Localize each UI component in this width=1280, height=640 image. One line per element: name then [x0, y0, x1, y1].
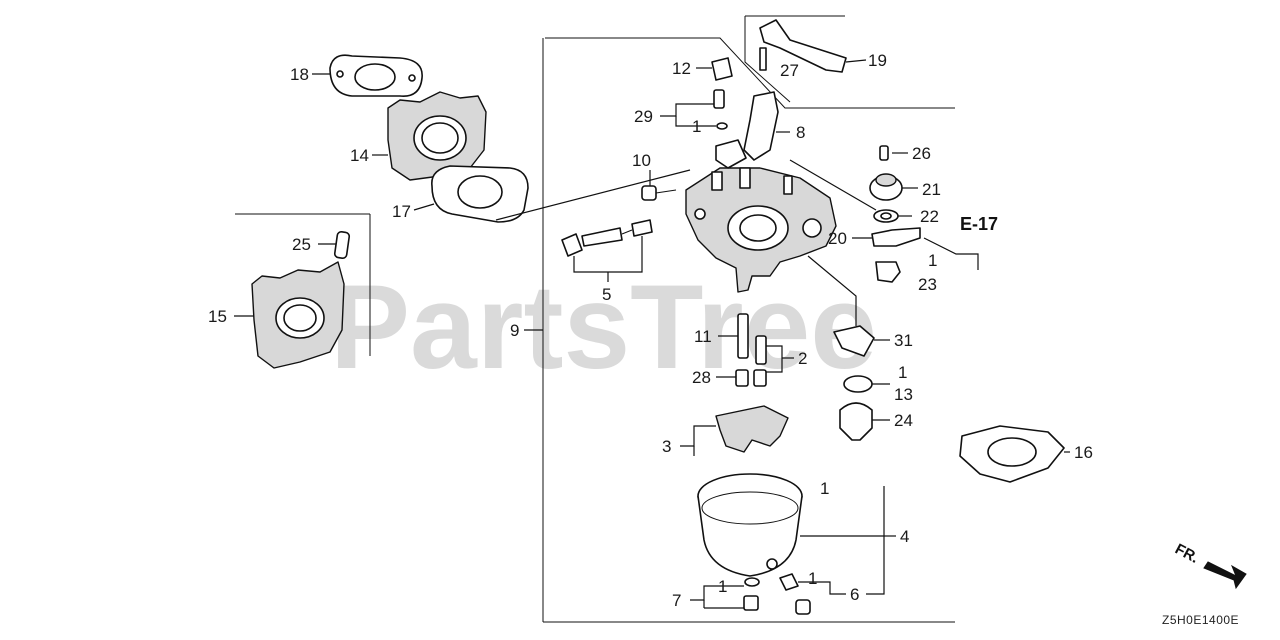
assembly-boundary — [235, 15, 955, 623]
part-29-screw[interactable] — [713, 89, 725, 109]
callout-27[interactable]: 27 — [780, 61, 799, 80]
callout-8[interactable]: 8 — [796, 123, 805, 142]
part-1-washer-top[interactable] — [716, 122, 728, 130]
callout-21[interactable]: 21 — [922, 180, 941, 199]
part-27-screw[interactable] — [759, 47, 767, 71]
part-17-gasket[interactable] — [431, 165, 529, 223]
part-6-bolt[interactable] — [779, 573, 811, 615]
part-28-plug[interactable] — [735, 369, 767, 387]
callout-22[interactable]: 22 — [920, 207, 939, 226]
callout-23[interactable]: 23 — [918, 275, 937, 294]
callout-7[interactable]: 7 — [672, 591, 681, 610]
front-arrow-icon — [1203, 561, 1247, 590]
front-direction-indicator: FR. — [1172, 541, 1247, 590]
callout-6[interactable]: 6 — [850, 585, 859, 604]
choke-link[interactable] — [715, 139, 747, 169]
callout-2[interactable]: 2 — [798, 349, 807, 368]
part-5-pilot-screw[interactable] — [561, 219, 653, 257]
part-20-arm[interactable] — [871, 227, 921, 247]
part-25-pin[interactable] — [333, 231, 351, 259]
part-10-screw[interactable] — [641, 185, 677, 201]
part-12-cap[interactable] — [711, 57, 733, 81]
callout-1-drain[interactable]: 1 — [718, 577, 727, 596]
front-label: FR. — [1172, 541, 1201, 567]
part-31-clip[interactable] — [833, 325, 875, 357]
callout-5[interactable]: 5 — [602, 285, 611, 304]
callout-15[interactable]: 15 — [208, 307, 227, 326]
part-18-gasket[interactable] — [329, 54, 423, 97]
callout-1-o-ring[interactable]: 1 — [898, 363, 907, 382]
part-15-insulator[interactable] — [251, 261, 345, 369]
callout-17[interactable]: 17 — [392, 202, 411, 221]
part-11-jet[interactable] — [737, 313, 749, 359]
callout-1-bowl[interactable]: 1 — [820, 479, 829, 498]
part-24-valve[interactable] — [839, 402, 873, 441]
callout-24[interactable]: 24 — [894, 411, 913, 430]
callout-31[interactable]: 31 — [894, 331, 913, 350]
part-23-nut[interactable] — [875, 261, 901, 283]
callout-28[interactable]: 28 — [692, 368, 711, 387]
carburetor-body[interactable] — [685, 167, 837, 293]
callout-20[interactable]: 20 — [828, 229, 847, 248]
part-8-choke-lever[interactable] — [743, 91, 779, 161]
callout-11[interactable]: 11 — [694, 327, 712, 346]
callout-13[interactable]: 13 — [894, 385, 913, 404]
diagram-code: Z5H0E1400E — [1162, 613, 1239, 627]
part-14-insulator[interactable] — [387, 91, 487, 181]
part-2-jet[interactable] — [755, 335, 767, 365]
callout-14[interactable]: 14 — [350, 146, 369, 165]
callout-9[interactable]: 9 — [510, 321, 519, 340]
callout-labels: 18 14 17 25 15 9 12 29 1 8 10 5 27 19 26… — [208, 51, 1093, 610]
callout-18[interactable]: 18 — [290, 65, 309, 84]
callout-19[interactable]: 19 — [868, 51, 887, 70]
part-26-screw[interactable] — [879, 145, 889, 161]
callout-10[interactable]: 10 — [632, 151, 651, 170]
callout-1-bolt[interactable]: 1 — [808, 569, 817, 588]
part-13-o-ring[interactable] — [843, 375, 873, 393]
callout-12[interactable]: 12 — [672, 59, 691, 78]
part-21-cap[interactable] — [869, 173, 903, 201]
callout-1-washer[interactable]: 1 — [692, 117, 701, 136]
part-4-float-bowl[interactable] — [697, 473, 803, 577]
callout-26[interactable]: 26 — [912, 144, 931, 163]
callout-1-nut[interactable]: 1 — [928, 251, 937, 270]
part-16-gasket[interactable] — [959, 425, 1065, 483]
callout-25[interactable]: 25 — [292, 235, 311, 254]
callout-29[interactable]: 29 — [634, 107, 653, 126]
part-7-drain-screw[interactable] — [743, 577, 760, 611]
part-22-washer[interactable] — [873, 209, 899, 223]
section-reference[interactable]: E-17 — [960, 214, 998, 234]
callout-3[interactable]: 3 — [662, 437, 671, 456]
callout-4[interactable]: 4 — [900, 527, 909, 546]
watermark: PartsTree — [330, 260, 877, 394]
part-19-lever[interactable] — [759, 19, 847, 73]
leader-lines — [234, 59, 1070, 609]
part-3-float[interactable] — [715, 405, 789, 453]
callout-16[interactable]: 16 — [1074, 443, 1093, 462]
